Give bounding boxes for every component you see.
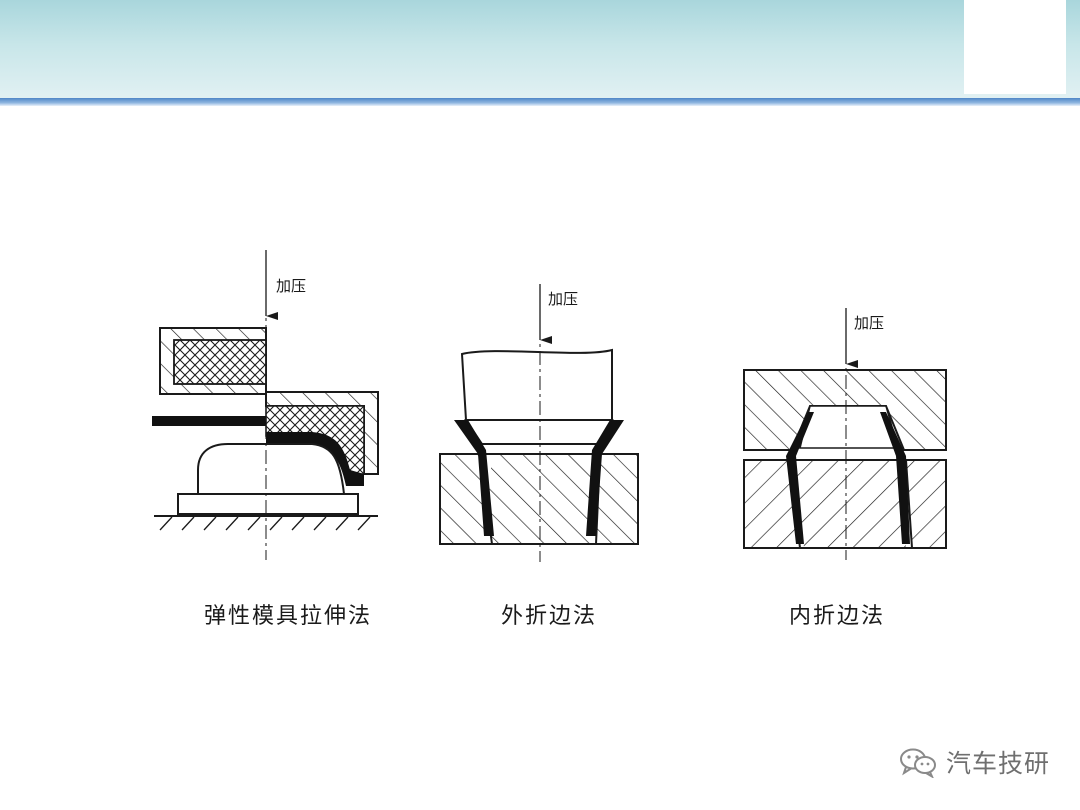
caption-elastic-die: 弹性模具拉伸法: [204, 604, 373, 629]
watermark: 汽车技研: [898, 744, 1050, 780]
figure-outward-flange: [439, 284, 639, 562]
watermark-text: 汽车技研: [946, 749, 1051, 778]
caption-inward-flange: 内折边法: [789, 604, 886, 629]
header-corner-panel: [964, 0, 1066, 94]
header-rule: [0, 98, 1080, 106]
pressure-label-3: 加压: [854, 314, 884, 332]
pressure-label-1: 加压: [276, 277, 306, 295]
figure-elastic-die: [152, 250, 379, 560]
header-band: [0, 0, 1080, 100]
pressure-label-2: 加压: [548, 290, 578, 308]
wechat-icon: [900, 748, 936, 778]
figure-inward-flange: [743, 308, 947, 560]
caption-outward-flange: 外折边法: [501, 604, 598, 629]
